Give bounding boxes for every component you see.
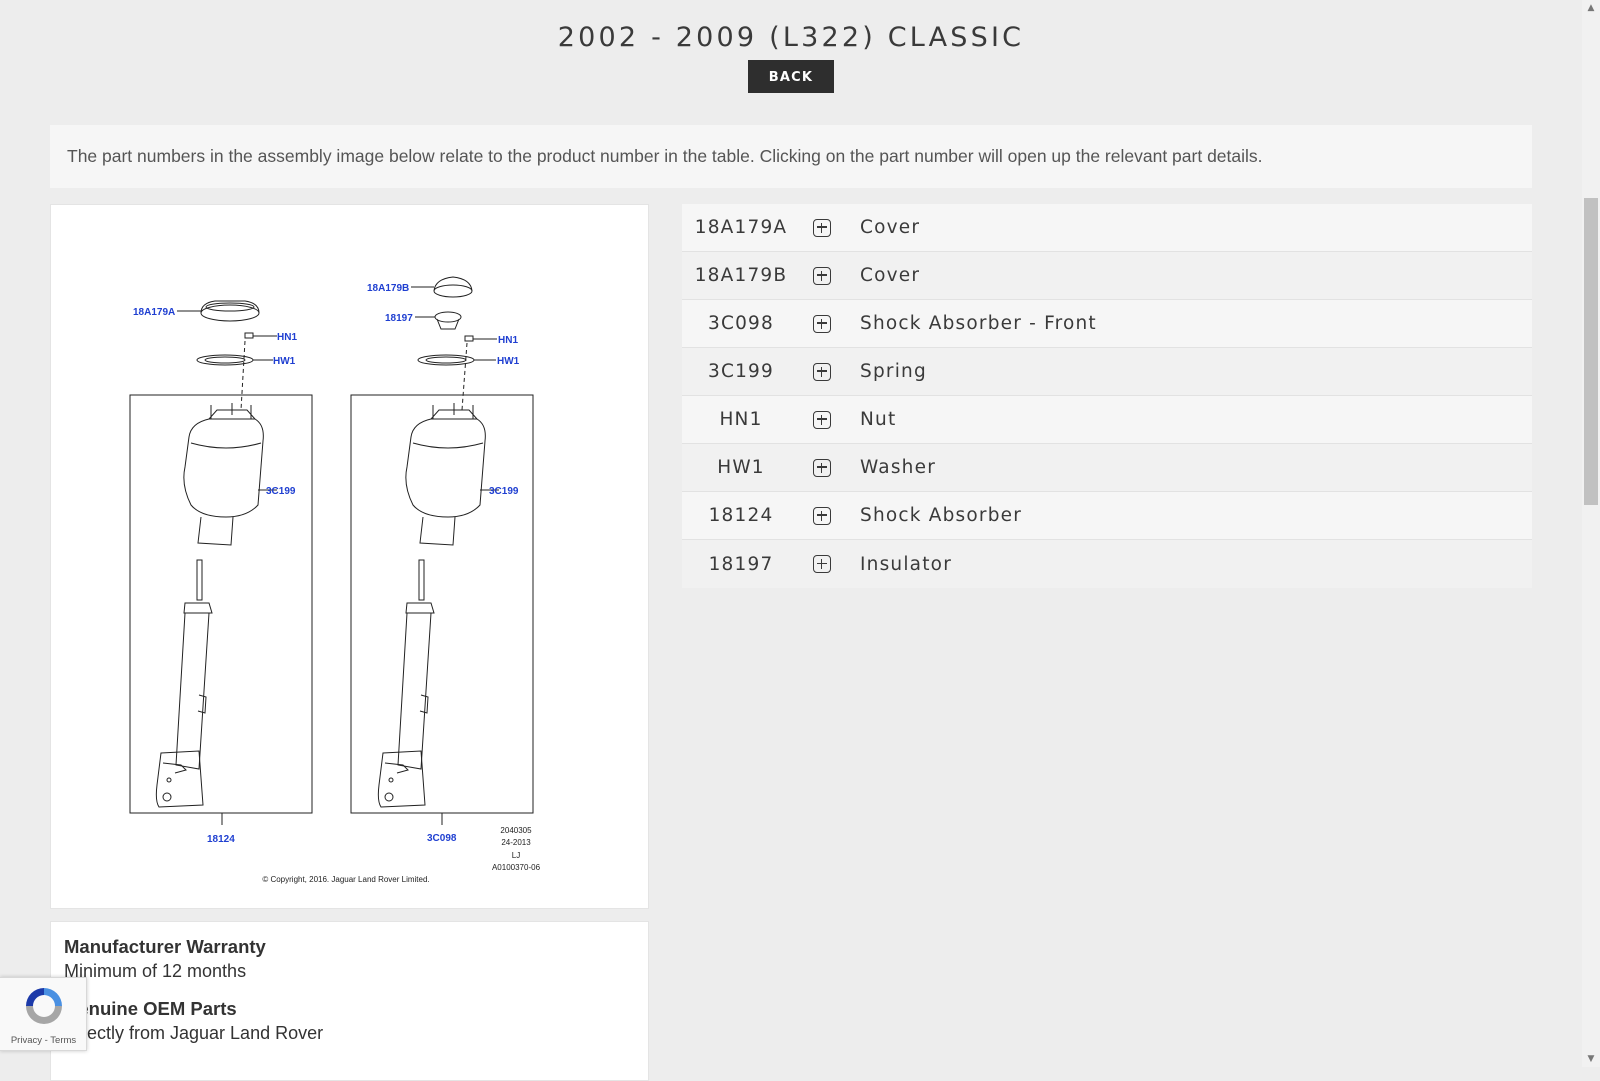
plus-icon[interactable] [813, 218, 831, 237]
recaptcha-privacy-link[interactable]: Privacy [10, 1035, 42, 1046]
feature-title: Genuine OEM Parts [64, 998, 237, 1019]
part-name: Cover [860, 217, 921, 238]
label-18a179b[interactable]: 18A179B [367, 283, 409, 294]
part-number-link[interactable]: 18A179A [694, 217, 788, 238]
label-18a179a[interactable]: 18A179A [133, 307, 175, 318]
plus-icon[interactable] [813, 458, 831, 477]
label-hn1-right[interactable]: HN1 [498, 335, 518, 346]
part-number-link[interactable]: 18A179B [694, 265, 788, 286]
part-row[interactable]: 18124 Shock Absorber [682, 492, 1532, 540]
label-3c098[interactable]: 3C098 [427, 833, 457, 844]
feature-text: Minimum of 12 months [64, 961, 247, 981]
plus-icon[interactable] [813, 506, 831, 525]
part-name: Spring [860, 361, 927, 382]
scroll-thumb[interactable] [1584, 198, 1598, 505]
left-assembly-frame [129, 394, 313, 814]
assembly-diagram: 18A179A 18A179B 18197 HN1 HW1 HN1 HW1 3C… [50, 204, 649, 909]
feature-text: Directly from Jaguar Land Rover [64, 1023, 324, 1043]
assembly-drawing: 18A179A 18A179B 18197 HN1 HW1 HN1 HW1 3C… [129, 276, 541, 884]
parts-table: 18A179A Cover 18A179B Cover 3C098 Shock … [682, 204, 1532, 588]
part-number-link[interactable]: 3C098 [708, 313, 774, 334]
plus-icon[interactable] [813, 410, 831, 429]
part-row[interactable]: HN1 Nut [682, 396, 1532, 444]
plus-icon[interactable] [813, 555, 831, 573]
part-number-link[interactable]: 18197 [708, 553, 774, 575]
part-row[interactable]: 3C098 Shock Absorber - Front [682, 300, 1532, 348]
diagram-ref-2: 24-2013 [501, 838, 531, 847]
info-text: The part numbers in the assembly image b… [50, 125, 1532, 188]
plus-icon[interactable] [813, 362, 831, 381]
part-row[interactable]: 18197 Insulator [682, 540, 1532, 588]
recaptcha-terms-link[interactable]: Terms [50, 1035, 77, 1046]
diagram-ref-1: 2040305 [500, 826, 532, 835]
part-row[interactable]: 18A179B Cover [682, 252, 1532, 300]
part-name: Nut [860, 409, 897, 430]
part-number-link[interactable]: 18124 [708, 505, 774, 526]
back-button[interactable]: BACK [748, 60, 834, 93]
plus-icon[interactable] [813, 266, 831, 285]
part-row[interactable]: HW1 Washer [682, 444, 1532, 492]
plus-icon[interactable] [813, 314, 831, 333]
features-panel: Manufacturer Warranty Minimum of 12 mont… [50, 921, 649, 1081]
part-name: Insulator [860, 553, 952, 575]
part-row[interactable]: 3C199 Spring [682, 348, 1532, 396]
part-row[interactable]: 18A179A Cover [682, 204, 1532, 252]
diagram-ref-3: LJ [512, 851, 520, 860]
feature-title: Manufacturer Warranty [64, 936, 266, 957]
part-number-link[interactable]: HN1 [719, 409, 763, 430]
label-18124[interactable]: 18124 [207, 834, 235, 845]
page-title: 2002 - 2009 (L322) CLASSIC [557, 22, 1025, 54]
part-number-link[interactable]: HW1 [717, 457, 765, 478]
label-3c199-left[interactable]: 3C199 [266, 486, 296, 497]
label-hw1-left[interactable]: HW1 [273, 356, 296, 367]
part-name: Shock Absorber [860, 505, 1023, 526]
scroll-down-arrow-icon[interactable]: ▼ [1587, 1054, 1595, 1064]
recaptcha-badge[interactable]: Privacy - Terms [0, 977, 87, 1051]
part-name: Cover [860, 265, 921, 286]
diagram-copyright: © Copyright, 2016. Jaguar Land Rover Lim… [262, 875, 429, 884]
right-assembly-frame [350, 394, 534, 814]
part-number-link[interactable]: 3C199 [708, 361, 774, 382]
label-3c199-right[interactable]: 3C199 [489, 486, 519, 497]
part-name: Washer [860, 457, 936, 478]
label-hn1-left[interactable]: HN1 [277, 332, 297, 343]
scroll-up-arrow-icon[interactable]: ▲ [1587, 3, 1595, 13]
label-hw1-right[interactable]: HW1 [497, 356, 520, 367]
scrollbar[interactable]: ▲ ▼ [1582, 0, 1600, 1067]
recaptcha-icon [26, 988, 62, 1024]
recaptcha-separator: - [42, 1035, 51, 1046]
label-18197[interactable]: 18197 [385, 313, 413, 324]
part-name: Shock Absorber - Front [860, 313, 1097, 334]
diagram-ref-4: A0100370-06 [492, 863, 541, 872]
